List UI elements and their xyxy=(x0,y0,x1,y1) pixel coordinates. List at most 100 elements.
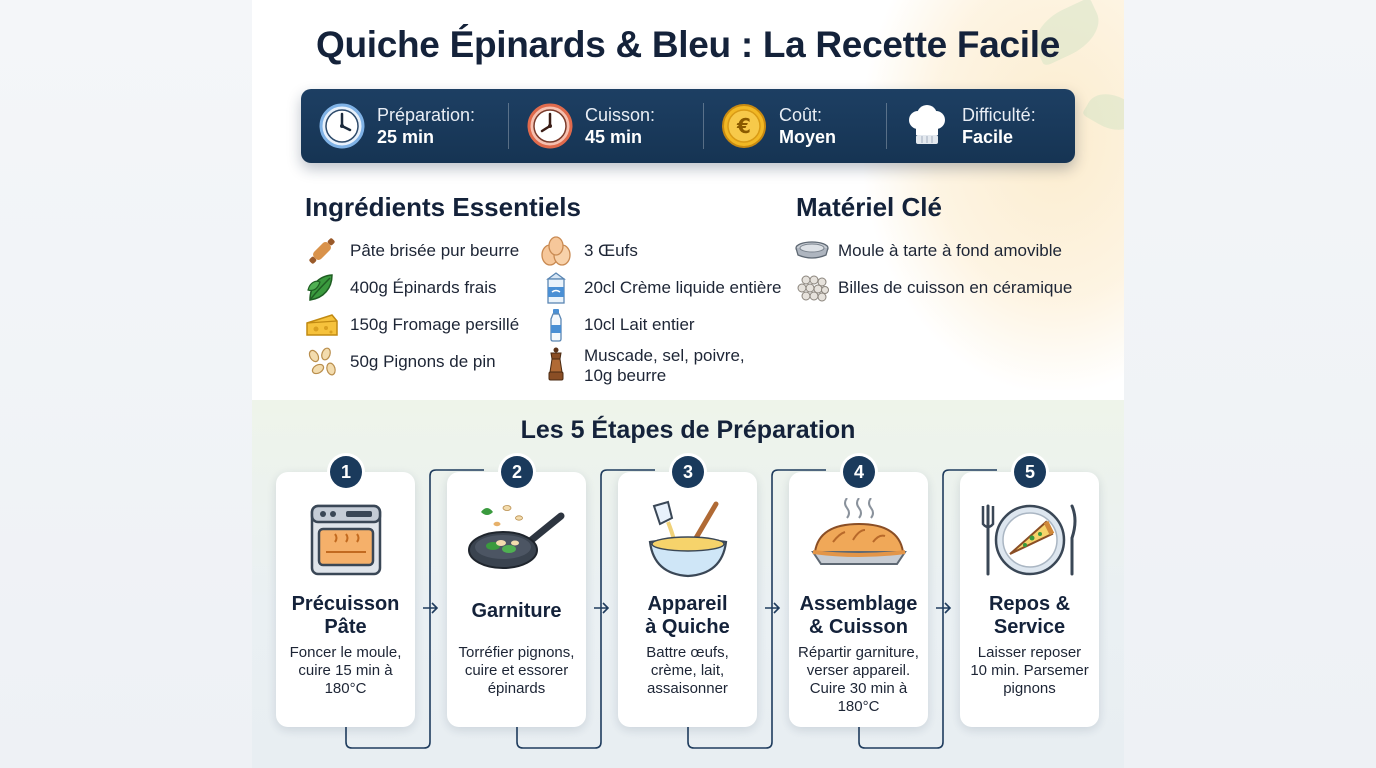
info-label: Cuisson: xyxy=(585,105,656,125)
pine-nuts-icon xyxy=(304,344,340,380)
mixing-bowl-icon xyxy=(638,498,738,582)
background-right xyxy=(1124,0,1376,768)
step-title: Repos & Service xyxy=(960,593,1099,639)
quiche-decoration xyxy=(864,0,1124,390)
step-number: 3 xyxy=(672,456,704,488)
info-difficulte: Difficulté: Facile xyxy=(904,89,1036,163)
ingredient-label: Muscade, sel, poivre, 10g beurre xyxy=(584,346,745,386)
baking-beads-icon xyxy=(794,270,830,306)
spinach-icon xyxy=(304,270,340,306)
materiel-label: Moule à tarte à fond amovible xyxy=(838,241,1062,260)
info-label: Coût: xyxy=(779,105,823,125)
ingredient-label: 150g Fromage persillé xyxy=(350,315,520,334)
info-value: Facile xyxy=(962,127,1014,147)
clock-icon xyxy=(319,103,365,149)
oven-icon xyxy=(296,498,396,582)
step-card-1: 1 Précuisson Pâte Foncer le moule, cuire… xyxy=(276,456,415,727)
step-number: 1 xyxy=(330,456,362,488)
step-card-5: 5 Repos & Service Laisser reposer 10 min… xyxy=(960,456,1099,727)
ingredient-label: 3 Œufs xyxy=(584,241,638,260)
step-desc-line: Foncer le moule, xyxy=(289,644,402,661)
pie-icon xyxy=(809,498,909,582)
step-desc-line: Torréfier pignons, xyxy=(458,644,575,661)
step-title: Assemblage & Cuisson xyxy=(789,593,928,639)
frying-pan-icon xyxy=(467,498,567,582)
chef-hat-icon xyxy=(904,103,950,149)
step-title-line: Assemblage xyxy=(799,593,918,615)
step-description: Répartir garniture, verser appareil. Cui… xyxy=(793,644,924,716)
recipe-card: Quiche Épinards & Bleu : La Recette Faci… xyxy=(252,0,1124,768)
step-desc-line: épinards xyxy=(487,680,546,697)
ingredient-label-line: Muscade, sel, poivre, xyxy=(584,346,745,365)
materiel-item: Billes de cuisson en céramique xyxy=(794,270,1072,306)
step-desc-line: assaisonner xyxy=(647,680,728,697)
step-title-line: & Cuisson xyxy=(809,616,908,638)
milk-bottle-icon xyxy=(538,307,574,343)
ingredient-item: 10cl Lait entier xyxy=(538,307,695,343)
step-desc-line: Cuire 30 min à xyxy=(809,680,908,697)
info-value: 45 min xyxy=(585,127,643,147)
svg-text:€: € xyxy=(736,114,751,138)
step-title-line: Précuisson xyxy=(291,593,400,615)
step-desc-line: 180°C xyxy=(837,698,880,715)
pepper-mill-icon xyxy=(538,346,574,382)
step-desc-line: pignons xyxy=(1003,680,1056,697)
step-description: Battre œufs, crème, lait, assaisonner xyxy=(622,644,753,698)
recipe-info-bar: Préparation: 25 min Cuisson: 45 min xyxy=(301,89,1075,163)
info-label: Préparation: xyxy=(377,105,476,125)
ingredient-label: 20cl Crème liquide entière xyxy=(584,278,782,297)
cheese-icon xyxy=(304,307,340,343)
step-number: 4 xyxy=(843,456,875,488)
step-title-line: Repos & xyxy=(988,593,1071,615)
step-title-line: Appareil xyxy=(647,593,728,615)
info-value: 25 min xyxy=(377,127,435,147)
euro-coin-icon: € xyxy=(721,103,767,149)
ingredient-label: 10cl Lait entier xyxy=(584,315,695,334)
cream-carton-icon xyxy=(538,270,574,306)
step-title-line: à Quiche xyxy=(645,616,730,638)
materiel-item: Moule à tarte à fond amovible xyxy=(794,233,1062,269)
step-desc-line: verser appareil. xyxy=(806,662,911,679)
tart-pan-icon xyxy=(794,233,830,269)
step-number: 5 xyxy=(1014,456,1046,488)
info-label: Difficulté: xyxy=(962,105,1036,125)
ingredients-heading: Ingrédients Essentiels xyxy=(305,192,581,222)
ingredient-item: 20cl Crème liquide entière xyxy=(538,270,782,306)
info-preparation: Préparation: 25 min xyxy=(319,89,475,163)
ingredient-label: Pâte brisée pur beurre xyxy=(350,241,520,260)
ingredient-item: 400g Épinards frais xyxy=(304,270,496,306)
ingredient-item: 3 Œufs xyxy=(538,233,638,269)
divider xyxy=(886,103,887,149)
divider xyxy=(508,103,509,149)
quiche-plate-icon xyxy=(980,498,1080,582)
step-desc-line: cuire et essorer xyxy=(464,662,569,679)
step-card-2: 2 Garniture Torréfier pignons, cuire et … xyxy=(447,456,586,727)
rolling-pin-icon xyxy=(304,233,340,269)
step-title-line: Pâte xyxy=(324,616,367,638)
step-desc-line: cuire 15 min à xyxy=(298,662,393,679)
step-title-line: Garniture xyxy=(471,600,562,622)
step-title: Précuisson Pâte xyxy=(276,593,415,639)
materiel-heading: Matériel Clé xyxy=(796,192,942,222)
ingredient-label: 50g Pignons de pin xyxy=(350,352,496,371)
step-desc-line: 10 min. Parsemer xyxy=(970,662,1089,679)
info-cout: € Coût: Moyen xyxy=(721,89,836,163)
step-description: Torréfier pignons, cuire et essorer épin… xyxy=(451,644,582,698)
eggs-icon xyxy=(538,233,574,269)
ingredient-label: 400g Épinards frais xyxy=(350,278,497,297)
step-number: 2 xyxy=(501,456,533,488)
ingredient-item: 50g Pignons de pin xyxy=(304,344,496,380)
info-cuisson: Cuisson: 45 min xyxy=(527,89,655,163)
steps-title: Les 5 Étapes de Préparation xyxy=(520,416,856,444)
step-description: Foncer le moule, cuire 15 min à 180°C xyxy=(280,644,411,698)
step-description: Laisser reposer 10 min. Parsemer pignons xyxy=(964,644,1095,698)
ingredient-item: 150g Fromage persillé xyxy=(304,307,519,343)
materiel-label: Billes de cuisson en céramique xyxy=(838,278,1073,297)
ingredient-item: Pâte brisée pur beurre xyxy=(304,233,519,269)
info-value: Moyen xyxy=(779,127,837,147)
step-title-line: Service xyxy=(993,616,1066,638)
step-desc-line: Battre œufs, xyxy=(646,644,729,661)
step-desc-line: crème, lait, xyxy=(650,662,725,679)
page-title: Quiche Épinards & Bleu : La Recette Faci… xyxy=(315,24,1061,65)
timer-icon xyxy=(527,103,573,149)
